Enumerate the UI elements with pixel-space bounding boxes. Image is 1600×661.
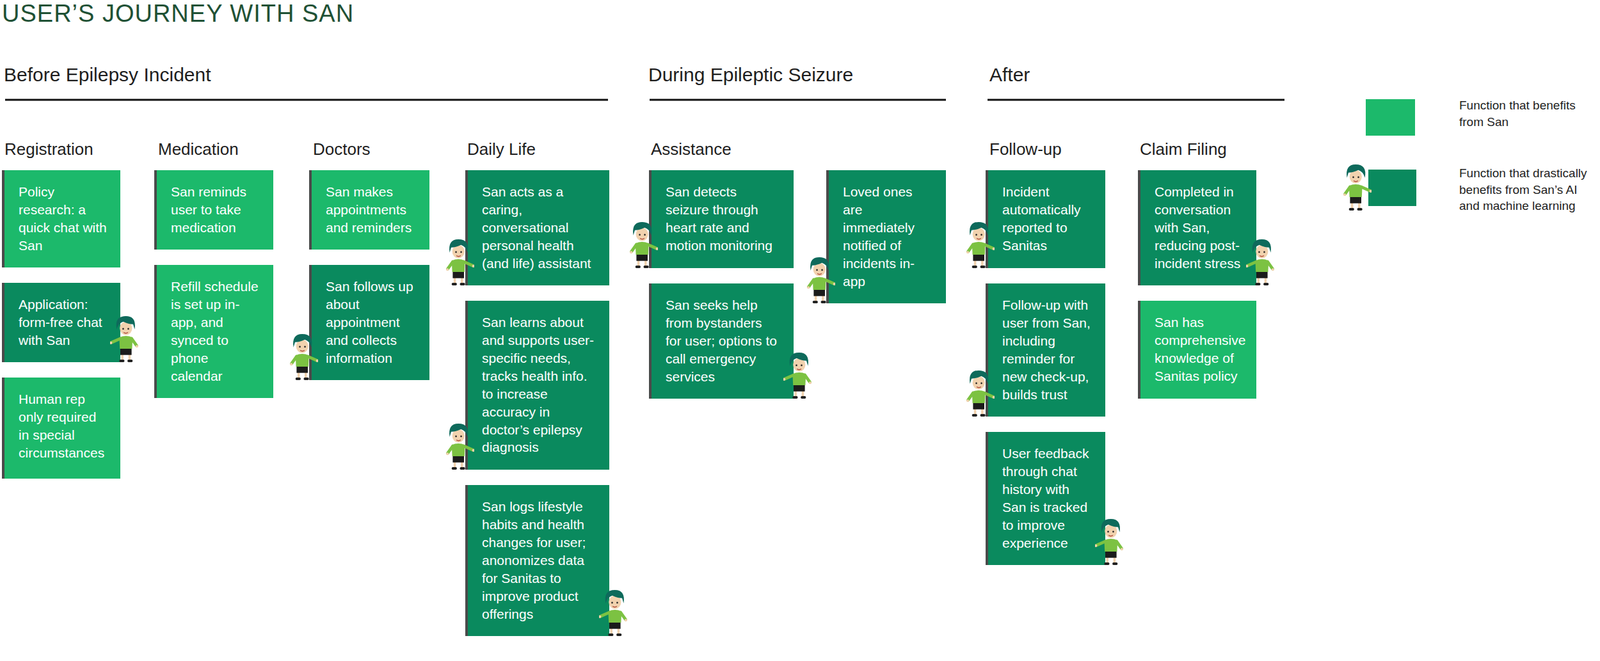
- box-text: Human rep only required in special circu…: [4, 377, 121, 474]
- box-text: San detects seizure through heart rate a…: [651, 170, 794, 267]
- journey-box: San seeks help from bystanders for user;…: [648, 283, 794, 399]
- san-character: [783, 349, 815, 399]
- journey-box: Completed in conversation with San, redu…: [1137, 170, 1257, 286]
- san-character: [1340, 161, 1372, 211]
- section-header: During Epileptic Seizure: [648, 64, 854, 86]
- column-header: Daily Life: [467, 139, 536, 160]
- box-text: Completed in conversation with San, redu…: [1140, 170, 1257, 285]
- legend-text: Function that benefits from San: [1459, 97, 1595, 130]
- journey-box: San acts as a caring, conversational per…: [465, 170, 610, 286]
- san-character: [963, 367, 995, 417]
- box-text: San reminds user to take medication: [156, 170, 274, 249]
- san-character: [443, 420, 475, 470]
- journey-box: San reminds user to take medication: [154, 170, 274, 250]
- journey-box: San logs lifestyle habits and health cha…: [465, 485, 610, 637]
- box-text: Incident automatically reported to Sanit…: [988, 170, 1106, 267]
- column-header: Medication: [158, 139, 239, 160]
- box-text: Refill schedule is set up in-app, and sy…: [156, 264, 274, 397]
- column-header: Assistance: [650, 139, 732, 160]
- journey-box: User feedback through chat history with …: [985, 432, 1106, 566]
- section-header: Before Epilepsy Incident: [3, 64, 212, 86]
- journey-box: Loved ones are immediately notified of i…: [826, 170, 946, 304]
- box-text: San follows up about appointment and col…: [311, 264, 430, 379]
- column-header: Doctors: [312, 139, 371, 160]
- journey-box: Follow-up with user from San, including …: [985, 283, 1106, 417]
- box-text: San logs lifestyle habits and health cha…: [467, 485, 610, 635]
- journey-box: San learns about and supports user-speci…: [465, 300, 610, 470]
- section-underline: [987, 99, 1285, 102]
- box-text: San makes appointments and reminders: [311, 170, 430, 249]
- section-header: After: [989, 64, 1030, 86]
- journey-box: Refill schedule is set up in-app, and sy…: [154, 264, 274, 399]
- column-header: Claim Filing: [1139, 139, 1227, 160]
- san-character: [1246, 236, 1277, 286]
- column-header: Registration: [4, 139, 94, 160]
- journey-box: Human rep only required in special circu…: [1, 377, 121, 479]
- san-character: [804, 254, 836, 304]
- san-character: [1095, 515, 1126, 566]
- box-text: San has comprehensive knowledge of Sanit…: [1140, 300, 1257, 397]
- box-text: San acts as a caring, conversational per…: [467, 170, 610, 285]
- column-header: Follow-up: [989, 139, 1062, 160]
- san-character: [599, 586, 630, 637]
- section-underline: [5, 99, 608, 102]
- san-character: [443, 236, 475, 286]
- san-character: [963, 218, 995, 269]
- legend-swatch: [1365, 99, 1416, 136]
- san-character: [627, 218, 658, 269]
- box-text: San seeks help from bystanders for user;…: [651, 283, 794, 398]
- legend-swatch: [1368, 169, 1417, 207]
- box-text: User feedback through chat history with …: [988, 432, 1106, 564]
- diagram-title: USER’S JOURNEY WITH SAN: [1, 0, 354, 28]
- box-text: Loved ones are immediately notified of i…: [828, 170, 946, 303]
- journey-box: San detects seizure through heart rate a…: [648, 170, 794, 269]
- section-underline: [649, 99, 946, 102]
- box-text: Policy research: a quick chat with San: [4, 170, 121, 267]
- journey-box: San has comprehensive knowledge of Sanit…: [1137, 300, 1257, 399]
- legend-text: Function that drastically benefits from …: [1459, 165, 1595, 215]
- journey-box: San makes appointments and reminders: [309, 170, 430, 250]
- journey-box: San follows up about appointment and col…: [309, 264, 430, 381]
- san-character: [110, 312, 141, 363]
- box-text: Follow-up with user from San, including …: [988, 283, 1106, 416]
- box-text: San learns about and supports user-speci…: [467, 300, 610, 468]
- journey-box: Incident automatically reported to Sanit…: [985, 170, 1106, 269]
- journey-box: Application: form-free chat with San: [1, 282, 121, 363]
- san-character: [287, 330, 319, 381]
- box-text: Application: form-free chat with San: [4, 282, 121, 361]
- journey-box: Policy research: a quick chat with San: [1, 170, 121, 268]
